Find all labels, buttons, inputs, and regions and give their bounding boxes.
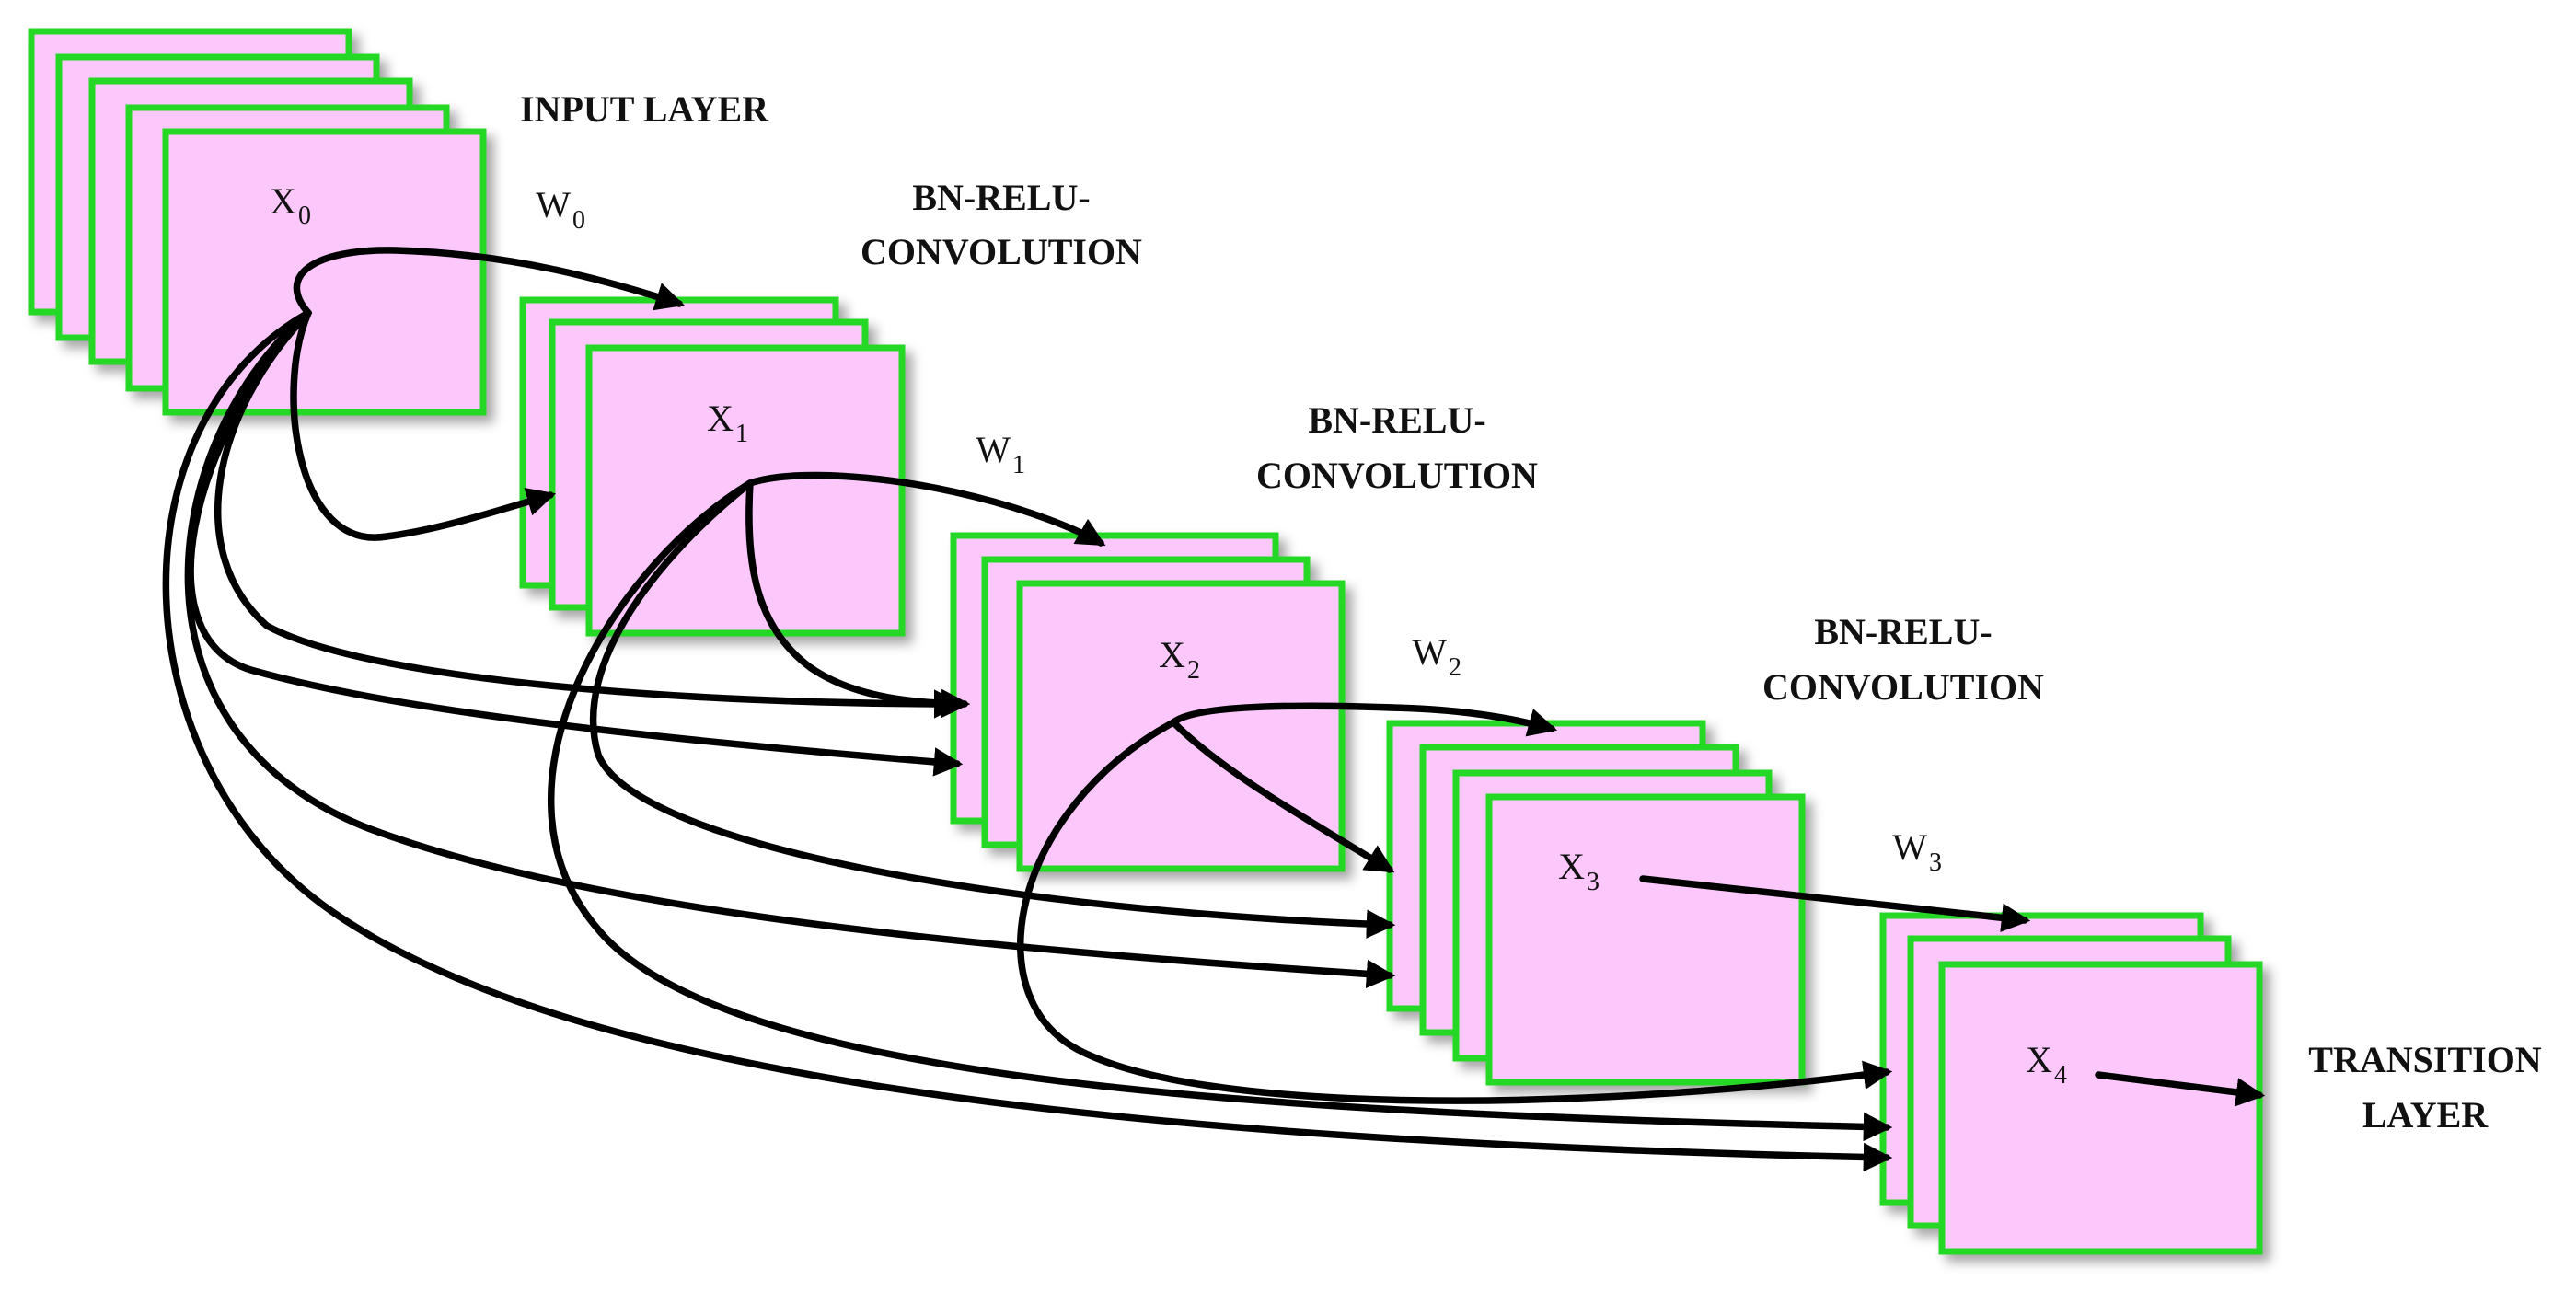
connection-x0-x4	[162, 309, 1893, 1172]
connection-x4-transition	[2095, 1071, 2266, 1107]
weight-label-base: W	[536, 184, 571, 225]
node-label-x1: X 1	[707, 398, 748, 448]
node-label-subscript: 1	[735, 420, 748, 448]
weight-label-w0: W 0	[536, 184, 585, 235]
node-label-base: X	[2026, 1039, 2052, 1080]
node-label-subscript: 3	[1587, 868, 1600, 896]
weight-label-w2: W 2	[1412, 631, 1461, 682]
weight-label-subscript: 2	[1449, 653, 1461, 682]
bn-relu-conv-label-1-line2: CONVOLUTION	[861, 231, 1142, 272]
connection-x2-x4	[1017, 719, 1893, 1104]
node-label-subscript: 4	[2054, 1061, 2067, 1090]
transition-layer-label-line2: LAYER	[2362, 1094, 2489, 1136]
weight-label-subscript: 3	[1929, 848, 1942, 877]
connection-x2-x3-top	[1170, 702, 1558, 737]
bn-relu-conv-label-3-line2: CONVOLUTION	[1762, 666, 2044, 708]
connection-x0-x1-side	[290, 309, 557, 541]
weight-label-subscript: 1	[1012, 451, 1025, 479]
connection-x3-x4	[1639, 875, 2031, 932]
bn-relu-conv-label-1-line1: BN-RELU-	[912, 177, 1090, 218]
feature-map-card	[1938, 961, 2263, 1255]
connection-x0-x1-top	[293, 247, 685, 317]
node-label-base: X	[1558, 846, 1585, 887]
connection-x1-x2-side	[745, 479, 971, 719]
node-label-base: X	[707, 398, 734, 439]
weight-label-base: W	[1892, 826, 1927, 868]
weight-label-w1: W 1	[976, 429, 1025, 479]
connection-x1-x2-top	[746, 471, 1106, 547]
node-label-base: X	[270, 180, 296, 222]
feature-map-stack-x0	[28, 28, 487, 416]
feature-map-stack-x1	[519, 296, 906, 637]
node-label-subscript: 0	[298, 202, 311, 230]
node-label-x0: X 0	[270, 180, 311, 230]
weight-label-w3: W 3	[1892, 826, 1942, 877]
node-label-base: X	[1159, 634, 1185, 675]
node-label-x3: X 3	[1558, 846, 1600, 896]
bn-relu-conv-label-3-line1: BN-RELU-	[1814, 611, 1992, 652]
weight-label-base: W	[976, 429, 1011, 470]
node-label-x4: X 4	[2026, 1039, 2067, 1090]
bn-relu-conv-label-2-line2: CONVOLUTION	[1256, 455, 1538, 496]
node-label-x2: X 2	[1159, 634, 1200, 685]
dense-connections	[162, 247, 2266, 1172]
input-layer-label: INPUT LAYER	[520, 88, 769, 130]
feature-map-card	[1485, 793, 1806, 1086]
transition-layer-label-line1: TRANSITION	[2308, 1039, 2542, 1080]
connection-x1-x4	[547, 479, 1893, 1142]
feature-map-stack-x3	[1386, 720, 1806, 1086]
bn-relu-conv-label-2-line1: BN-RELU-	[1308, 399, 1485, 441]
connection-x2-x3-side	[1170, 719, 1395, 873]
feature-map-card	[162, 128, 487, 416]
weight-label-subscript: 0	[572, 206, 585, 235]
connection-x1-x3	[590, 479, 1396, 939]
node-label-subscript: 2	[1187, 656, 1200, 685]
feature-map-stack-x2	[950, 532, 1346, 872]
connection-x0-x2-a	[214, 309, 964, 719]
connection-x0-x3	[184, 309, 1396, 989]
feature-map-stack-x4	[1879, 912, 2263, 1255]
weight-label-base: W	[1412, 631, 1447, 673]
connection-x0-x2-b	[187, 309, 964, 777]
